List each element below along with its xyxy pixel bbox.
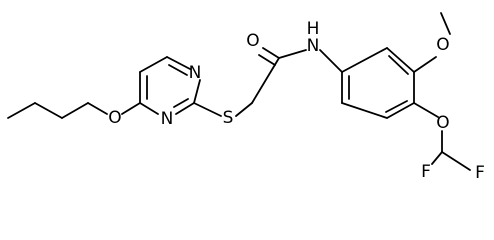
bond-benzene-2-double	[388, 55, 409, 75]
bond-aryl-difluoro-oxygen	[413, 102, 439, 118]
bond-propyl-2	[34, 102, 63, 119]
bond-benzene-2	[386, 47, 415, 73]
atom-label-sulfur: S	[223, 108, 234, 128]
bond-chf2-f-left	[431, 151, 443, 165]
bond-ring-n1-c2	[193, 79, 201, 104]
bond-propyl-1	[7, 102, 36, 119]
bond-c2-sulfur	[193, 102, 222, 117]
bond-benzene-1	[341, 47, 388, 73]
atom-label-nitrogen-ring-lower: N	[161, 109, 174, 129]
bond-ring-c6-n1-double	[168, 64, 188, 76]
bond-sulfur-ch2	[235, 102, 253, 117]
atom-label-oxygen-propoxy: O	[108, 108, 121, 128]
atom-label-fluorine-left: F	[421, 162, 431, 182]
atom-label-oxygen-difluoromethoxy: O	[436, 113, 449, 133]
bond-carbonyl-nitrogen	[278, 49, 307, 59]
atom-label-hydrogen-amide: H	[307, 19, 320, 39]
atom-label-nitrogen-ring-upper: N	[189, 63, 202, 83]
bond-benzene-4	[386, 102, 415, 119]
atom-label-nitrogen-amide: N	[307, 36, 320, 56]
bond-nitrogen-aryl	[319, 49, 343, 73]
bonds	[7, 12, 471, 171]
molecule-structure: O N N S O H N O O F F	[7, 12, 485, 183]
bond-methoxy-methyl	[440, 12, 451, 35]
bond-ring-c6-n1	[166, 56, 191, 70]
bond-benzene-5	[341, 102, 388, 119]
bond-ring-c5-c6	[139, 56, 168, 73]
bond-oxygen-pyrimidine	[121, 102, 141, 115]
bond-ring-n3-c4	[139, 102, 159, 115]
bond-propyl-oxygen	[87, 102, 108, 115]
bond-chf2-f-right	[441, 151, 471, 171]
bond-benzene-4-double	[385, 100, 408, 113]
atom-label-oxygen-methoxy: O	[436, 35, 449, 55]
atom-label-oxygen-carbonyl: O	[246, 31, 259, 51]
bond-ring-c2-n3-double	[173, 98, 189, 108]
bond-ring-c2-n3	[175, 102, 195, 115]
bond-carbonyl-oxygen	[262, 47, 280, 59]
atom-labels: O N N S O H N O O F F	[108, 19, 485, 183]
atom-label-fluorine-right: F	[475, 163, 485, 183]
bond-aryl-methoxy-oxygen	[413, 56, 437, 73]
bond-carbonyl-oxygen-double	[258, 54, 276, 66]
bond-propyl-3	[61, 102, 89, 119]
